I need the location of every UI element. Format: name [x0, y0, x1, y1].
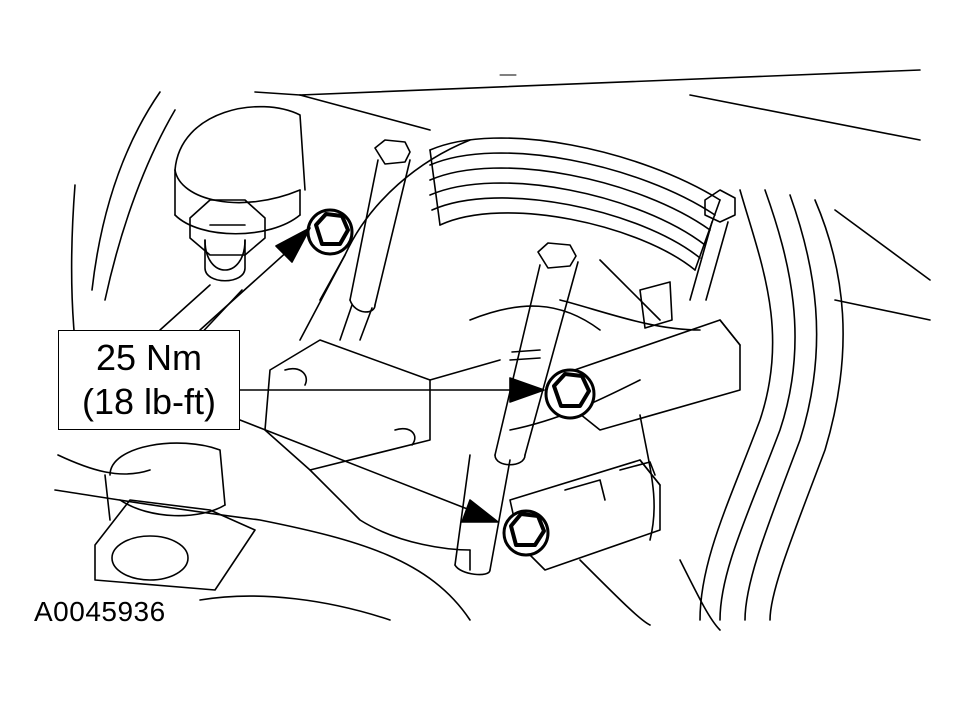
bolt-upper-left: [306, 208, 354, 256]
lower-left-bracket: [94, 442, 256, 591]
leader-arrow-upper: [199, 227, 311, 331]
bolt-lower: [502, 509, 550, 557]
leader-arrow-lower: [239, 419, 499, 523]
figure-id: A0045936: [34, 596, 166, 627]
right-rail-contours: [699, 189, 931, 621]
torque-nm-label: 25 Nm: [95, 337, 203, 378]
leader-arrow-middle: [239, 377, 545, 403]
through-bolt-right: [454, 242, 579, 576]
hose-upper-left: [159, 105, 306, 341]
through-bolt-left: [339, 139, 411, 341]
torque-callout-box: 25 Nm (18 lb-ft): [58, 330, 240, 430]
bolt-center-right: [544, 368, 596, 420]
torque-lbft-label: (18 lb-ft): [81, 381, 217, 422]
engine-block-outline: [54, 69, 921, 631]
